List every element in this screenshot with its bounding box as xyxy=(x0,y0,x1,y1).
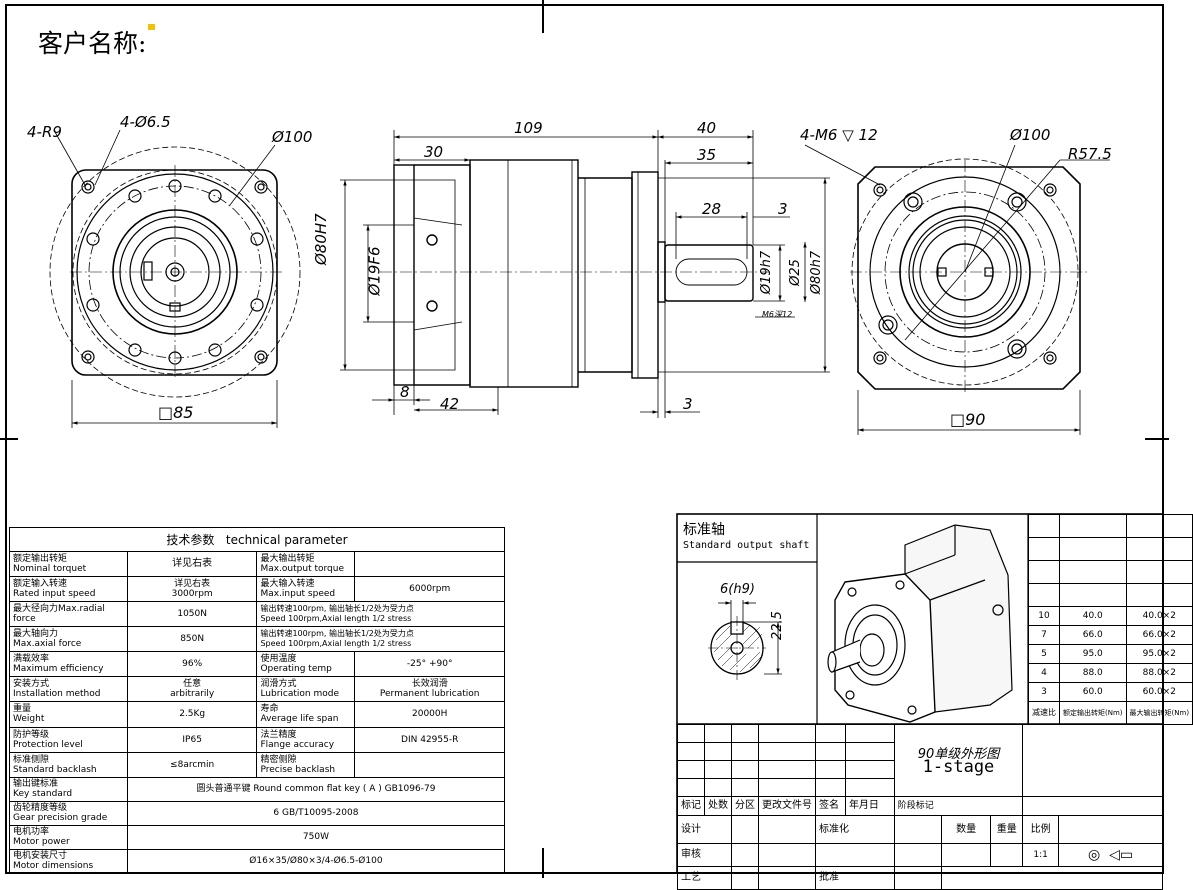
title-block: 90单级外形图 1-stage 标记 处数 分区 更改文件号 签名 年月日 阶段… xyxy=(677,724,1164,890)
shaft-key-width: 6(h9) xyxy=(720,582,755,597)
dim-r57-5: R57.5 xyxy=(1068,145,1112,163)
shaft-title-cn: 标准轴 xyxy=(683,522,725,538)
shaft-title-en: Standard output shaft xyxy=(683,540,810,551)
dim-42: 42 xyxy=(440,395,460,413)
front-view-output-flange xyxy=(850,158,1090,395)
dim-28: 28 xyxy=(702,200,722,218)
dim-square-85: □85 xyxy=(158,403,194,422)
shaft-height: 22.5 xyxy=(770,611,785,640)
dim-dia-80h7-output: Ø80h7 xyxy=(809,250,825,295)
dim-dia-25: Ø25 xyxy=(787,259,803,286)
dim-3-bottom: 3 xyxy=(683,395,693,413)
projection-symbol: ◎ ◁▭ xyxy=(1058,843,1163,867)
ratio-header-row: 减速比额定输出转矩(Nm)最大输出转矩(Nm) xyxy=(1028,701,1193,725)
front-right-dimensions xyxy=(54,129,1110,435)
dim-30: 30 xyxy=(424,143,444,161)
shaft-section xyxy=(708,600,782,680)
dim-109: 109 xyxy=(514,119,543,137)
drawing-name: 90单级外形图 1-stage xyxy=(893,724,1024,797)
side-view xyxy=(380,159,770,388)
mounting-holes-left xyxy=(81,179,268,365)
front-view-input-flange xyxy=(49,146,301,398)
isometric-gearbox-picture xyxy=(827,524,1013,723)
technical-drawing xyxy=(0,0,1169,878)
dim-3-top: 3 xyxy=(778,200,788,218)
dim-dia-100-right: Ø100 xyxy=(1010,126,1051,144)
dim-35: 35 xyxy=(697,146,717,164)
dim-dia-19h7: Ø19h7 xyxy=(759,250,775,295)
dim-40: 40 xyxy=(697,119,717,137)
dim-dia-19f6: Ø19F6 xyxy=(365,246,384,296)
dim-4-m6: 4-M6 ▽ 12 xyxy=(800,126,878,144)
mounting-holes-right xyxy=(873,183,1057,365)
dim-dia-80h7-input: Ø80H7 xyxy=(312,213,330,265)
dim-m6-depth: M6深12 xyxy=(762,310,793,319)
side-view-dimensions xyxy=(340,130,830,418)
dim-8: 8 xyxy=(400,383,410,401)
dim-square-90: □90 xyxy=(950,410,986,429)
dim-4-r9: 4-R9 xyxy=(27,123,62,141)
sheet-border xyxy=(0,0,1169,878)
param-table-title: 技术参数 technical parameter xyxy=(9,526,505,553)
customer-name-label: 客户名称: xyxy=(38,24,156,60)
dim-4-holes-6-5: 4-Ø6.5 xyxy=(120,113,171,131)
dim-dia-100-left: Ø100 xyxy=(272,128,313,146)
